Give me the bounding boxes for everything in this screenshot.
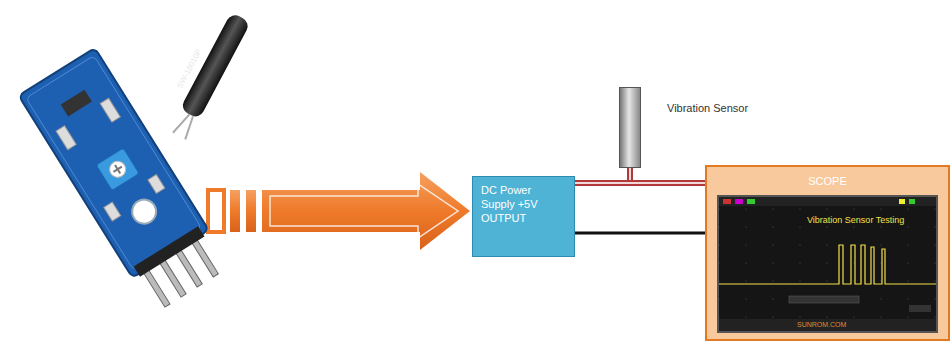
panel-title: SCOPE	[707, 167, 948, 187]
box-label: DC Power Supply +5V OUTPUT	[473, 177, 574, 231]
vibration-cylinder	[168, 12, 250, 141]
orange-arrow	[208, 172, 470, 250]
watermark: SUNROM.COM	[797, 321, 846, 328]
power-supply-box: DC Power Supply +5V OUTPUT	[472, 176, 575, 257]
sensor-label: Vibration Sensor	[667, 102, 748, 114]
power-wire	[575, 183, 705, 184]
vibration-sensor-box: Vibration Sensor	[619, 87, 641, 168]
ground-wire	[575, 233, 705, 234]
scope-screen: Vibration Sensor TestingSUNROM.COM	[717, 195, 938, 333]
screen-title: Vibration Sensor Testing	[807, 215, 904, 225]
scope-panel: SCOPE Vibration Sensor TestingSUNROM.COM	[705, 165, 950, 341]
